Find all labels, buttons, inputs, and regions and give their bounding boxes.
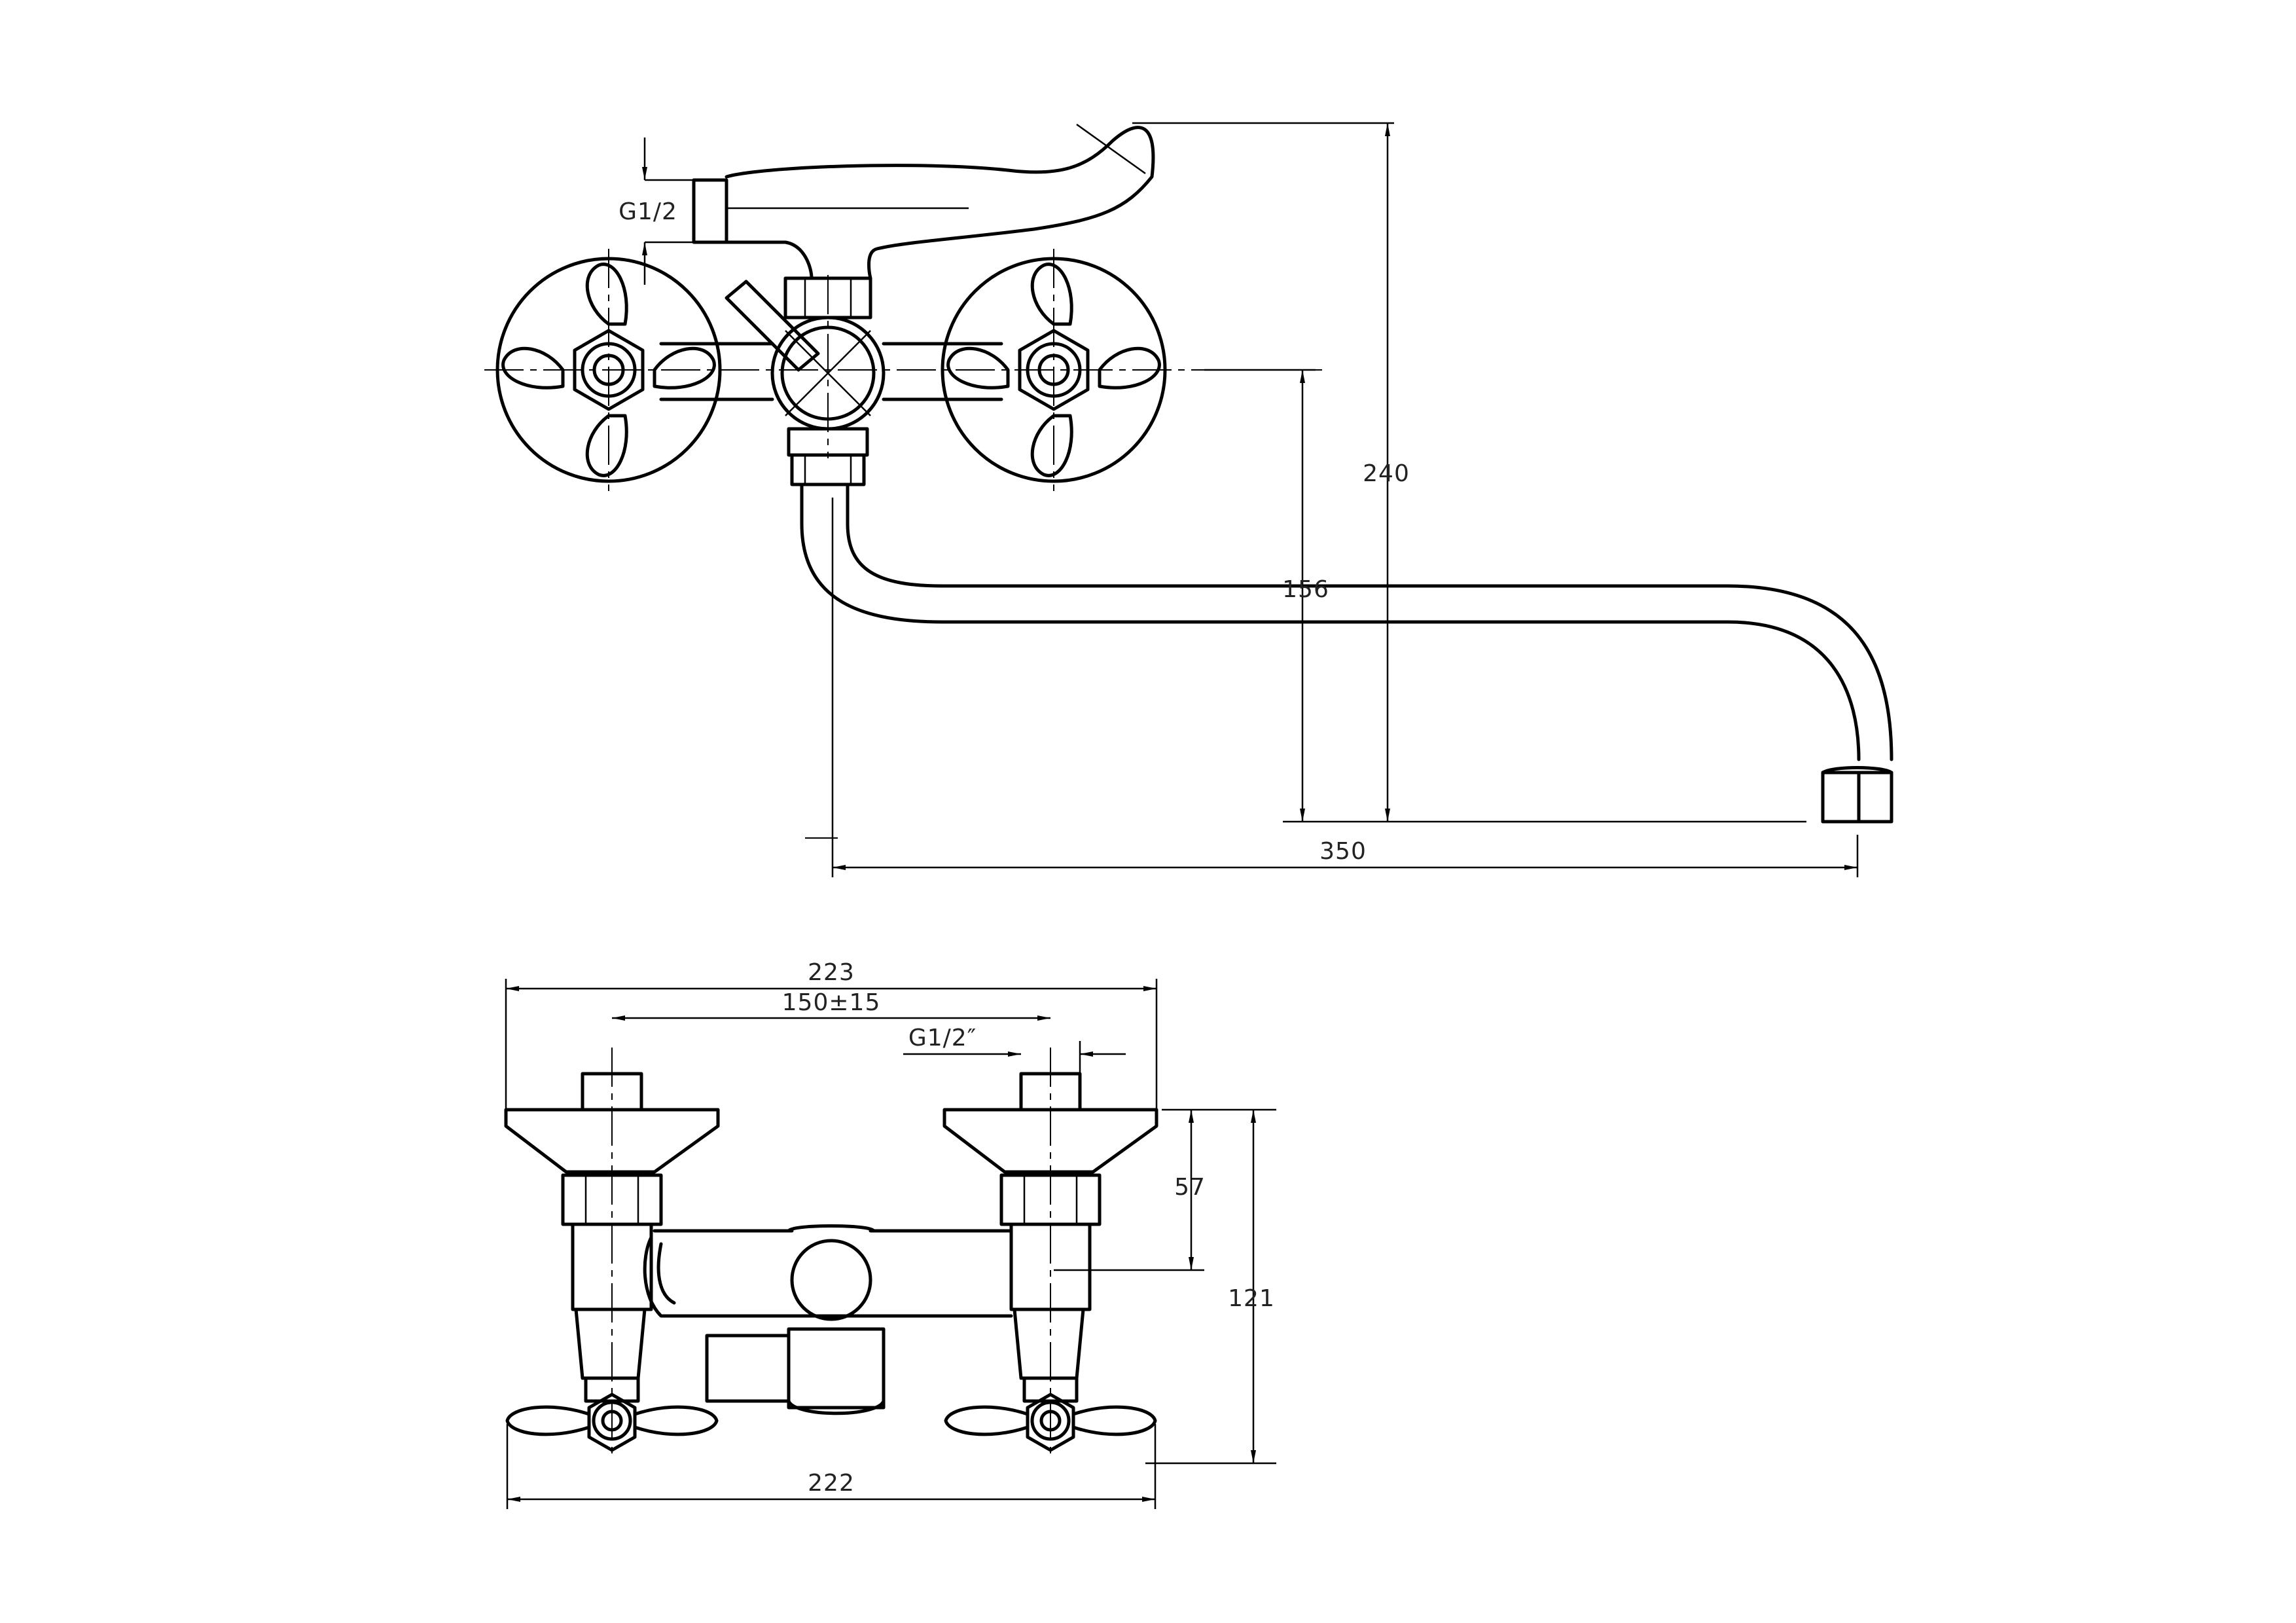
top-view-centerlines	[484, 249, 1322, 839]
top-view: G1/2 240 156 350	[484, 122, 1893, 877]
spout-top	[800, 483, 1893, 824]
dim-240-label: 240	[1363, 460, 1410, 487]
dim-350-label: 350	[1319, 838, 1367, 865]
dim-223-label: 223	[808, 959, 855, 986]
shower-outlet-top	[692, 123, 1155, 280]
mixer-body-front	[643, 1224, 1013, 1415]
dim-150-label: 150±15	[782, 989, 881, 1016]
dim-thread-front: G1/2″	[903, 1025, 1126, 1074]
dim-height-total-top: 240	[1132, 122, 1410, 822]
dim-156-label: 156	[1282, 576, 1329, 603]
front-view: 223 150±15 G1/2″ 57 121	[504, 959, 1276, 1509]
thread-label-front: G1/2″	[908, 1025, 977, 1051]
dim-centers-front: 150±15	[612, 989, 1050, 1021]
dim-height-spout-top: 156	[1204, 369, 1329, 822]
dim-57-label: 57	[1174, 1174, 1206, 1201]
dim-height-total-front: 121	[1145, 1110, 1276, 1465]
mixer-body-top	[659, 276, 1003, 486]
dim-121-label: 121	[1228, 1285, 1275, 1312]
dim-width-top-front: 223	[505, 959, 1158, 1113]
dim-222-label: 222	[808, 1470, 855, 1497]
dim-reach-top: 350	[831, 498, 1859, 877]
front-view-centerlines	[611, 1048, 1051, 1460]
thread-label-top: G1/2	[619, 198, 677, 225]
dim-thread-top: G1/2	[619, 137, 694, 285]
dim-width-bottom-front: 222	[506, 1424, 1157, 1509]
dim-height-upper-front: 57	[1054, 1108, 1276, 1271]
